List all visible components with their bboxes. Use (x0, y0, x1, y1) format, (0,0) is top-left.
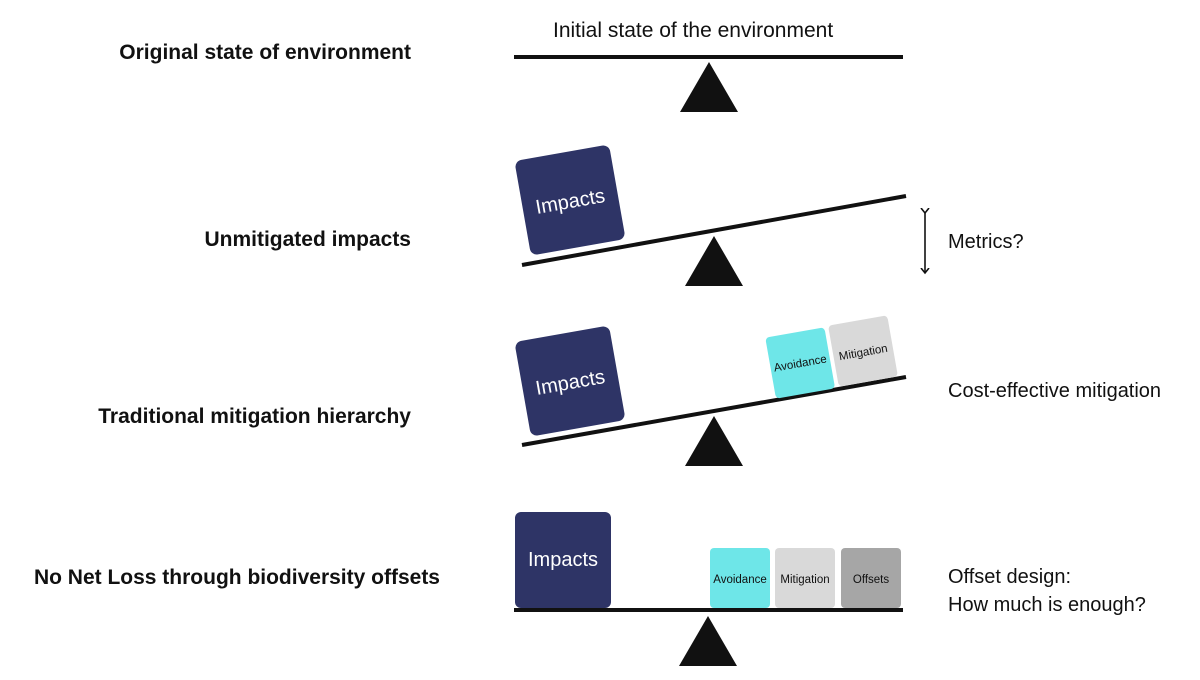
row-label-traditional: Traditional mitigation hierarchy (98, 405, 411, 428)
metrics-note: Metrics? (948, 231, 1024, 253)
cost-effective-note: Cost-effective mitigation (948, 380, 1162, 402)
impacts-box (515, 512, 611, 608)
offset-design-note: Offset design: (948, 566, 1072, 588)
impacts-box-label: Impacts (528, 549, 598, 571)
beam-tilted (521, 375, 907, 447)
impacts-box (515, 326, 625, 436)
mitigation-box (828, 315, 898, 387)
mitigation-box (775, 548, 835, 608)
offsets-box-label: Offsets (853, 574, 889, 586)
beam-tilted (521, 194, 907, 267)
row-label-original: Original state of environment (119, 41, 411, 64)
how-much-note: How much is enough? (948, 594, 1146, 616)
mitigation-box-label: Mitigation (780, 574, 829, 586)
avoidance-box (710, 548, 770, 608)
scale-original (514, 55, 903, 112)
fulcrum-triangle (680, 62, 738, 112)
scale-traditional: Impacts Avoidance Mitigation (515, 315, 907, 466)
row-label-unmitigated: Unmitigated impacts (204, 228, 411, 251)
avoidance-box-label: Avoidance (713, 574, 767, 586)
offsets-box (841, 548, 901, 608)
initial-state-caption: Initial state of the environment (553, 19, 834, 42)
avoidance-box (765, 327, 835, 399)
row-label-no-net-loss: No Net Loss through biodiversity offsets (33, 566, 440, 589)
scale-no-net-loss: Impacts Avoidance Mitigation Offsets (514, 512, 903, 666)
fulcrum-triangle (679, 616, 737, 666)
impacts-box (515, 145, 625, 255)
scale-unmitigated: Impacts (515, 145, 925, 286)
fulcrum-triangle (685, 236, 743, 286)
fulcrum-triangle (685, 416, 743, 466)
